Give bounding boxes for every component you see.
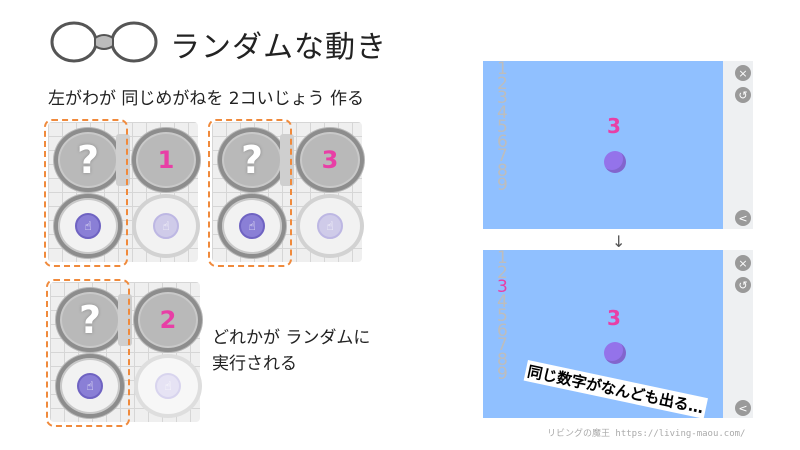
pointer-hand-icon: ☝ [155, 373, 181, 399]
highlight-frame [208, 119, 292, 267]
undo-icon[interactable]: ↺ [735, 277, 751, 293]
random-block-right-ring[interactable]: 1 [132, 128, 200, 192]
block-number: 3 [321, 146, 339, 174]
page-subtitle: 左がわが 同じめがねを 2コいじょう 作る [48, 89, 365, 109]
pointer-hand-icon: ☝ [77, 373, 103, 399]
pointer-hand-icon: ☝ [239, 213, 265, 239]
question-mark: ? [240, 138, 264, 182]
explanation-line-2: 実行される [212, 354, 297, 374]
pointer-hand-icon: ☝ [75, 213, 101, 239]
pointer-hand-icon: ☝ [317, 213, 343, 239]
trigger-ring[interactable]: ☝ [54, 194, 122, 258]
page-title: ランダムな動き [170, 30, 387, 65]
trigger-ring-faded: ☝ [134, 354, 202, 418]
highlight-frame [46, 279, 130, 427]
ball-sprite [604, 151, 626, 173]
block-number: 2 [159, 306, 177, 334]
block-number: 1 [157, 146, 175, 174]
question-mark: ? [76, 138, 100, 182]
highlighted-row-number: 3 [497, 277, 508, 297]
down-arrow-icon: ↓ [612, 232, 626, 251]
undo-icon[interactable]: ↺ [735, 87, 751, 103]
trigger-ring[interactable]: ☝ [56, 354, 124, 418]
trigger-ring-faded: ☝ [132, 194, 200, 258]
stage-number: 3 [607, 306, 621, 330]
pointer-hand-icon: ☝ [153, 213, 179, 239]
site-credit: リビングの魔王 https://living-maou.com/ [547, 429, 746, 439]
trigger-ring[interactable]: ☝ [218, 194, 286, 258]
control-bar-top [723, 61, 753, 229]
close-icon[interactable]: × [735, 255, 751, 271]
glasses-logo-icon [50, 21, 158, 63]
trigger-ring-faded: ☝ [296, 194, 364, 258]
stage-number: 3 [607, 114, 621, 138]
question-mark: ? [78, 298, 102, 342]
random-block-left-ring[interactable]: ? [56, 288, 124, 352]
random-block-left-ring[interactable]: ? [54, 128, 122, 192]
share-icon[interactable]: < [735, 400, 751, 416]
stage-panel-top[interactable] [483, 61, 723, 229]
share-icon[interactable]: < [735, 210, 751, 226]
explanation-text: どれかが ランダムに 実行される [212, 325, 370, 377]
highlight-frame [44, 119, 128, 267]
close-icon[interactable]: × [735, 65, 751, 81]
control-bar-bottom [723, 250, 753, 418]
ball-sprite [604, 342, 626, 364]
random-block-right-ring[interactable]: 3 [296, 128, 364, 192]
random-block-right-ring[interactable]: 2 [134, 288, 202, 352]
explanation-line-1: どれかが ランダムに [212, 328, 371, 348]
